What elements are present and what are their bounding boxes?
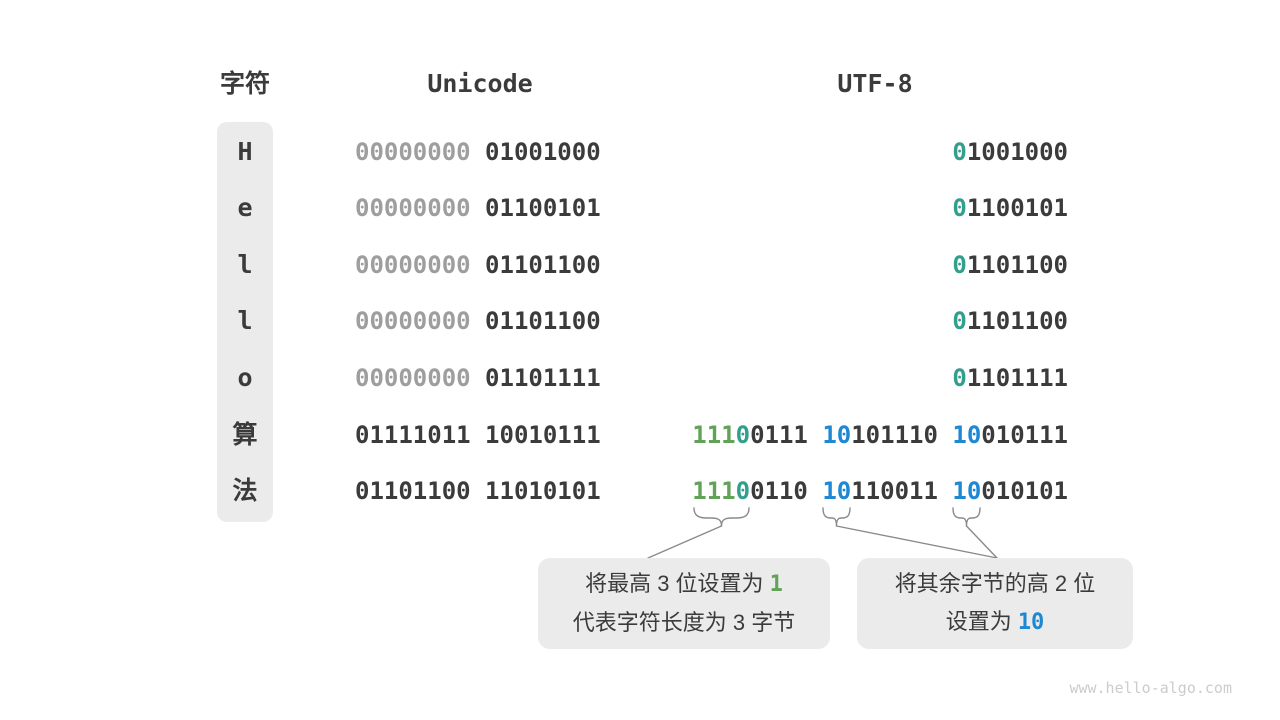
bit-segment: 01001000 (470, 137, 601, 166)
utf8-bits: 01100101 (952, 192, 1068, 224)
bit-segment: 1100101 (966, 194, 1068, 223)
bit-segment: 110011 (851, 477, 953, 506)
unicode-bits: 00000000 01101111 (355, 362, 601, 394)
underbrace-leading-bits-icon (693, 507, 750, 527)
unicode-bits: 00000000 01100101 (355, 192, 601, 224)
character-cell: e (237, 193, 253, 223)
bit-segment: 111 (692, 477, 736, 506)
callout-left-line1: 将最高 3 位设置为 1 (538, 565, 830, 604)
bit-segment: 0 (735, 477, 751, 506)
bit-segment: 10 (822, 420, 852, 449)
bit-segment: 0 (952, 307, 967, 336)
utf8-bits: 01101111 (952, 362, 1068, 394)
bit-segment: 10 (952, 477, 982, 506)
bit-segment: 01101111 (470, 364, 601, 393)
callout-right-highlight-10: 10 (1017, 610, 1045, 635)
utf8-bits: 01101100 (952, 249, 1068, 281)
character-cell: 法 (232, 476, 258, 506)
character-cell: o (237, 363, 253, 393)
callout-left-line1-text: 将最高 3 位设置为 (585, 571, 770, 596)
callout-left-line2: 代表字符长度为 3 字节 (572, 610, 796, 635)
character-cell: l (237, 249, 253, 279)
callout-leading-byte: 将最高 3 位设置为 1 代表字符长度为 3 字节 (538, 558, 830, 649)
bit-segment: 0 (952, 364, 967, 393)
bit-segment: 01101100 (470, 307, 601, 336)
bit-segment: 1101100 (966, 307, 1068, 336)
bit-segment: 1101111 (966, 364, 1068, 393)
character-cell: l (237, 306, 253, 336)
column-header-unicode: Unicode (427, 69, 533, 98)
bit-segment: 0 (952, 250, 967, 279)
unicode-bits: 01111011 10010111 (355, 419, 601, 451)
character-column-background (217, 122, 273, 522)
bit-segment: 010101 (981, 477, 1068, 506)
bit-segment: 0110 (750, 477, 823, 506)
bit-segment: 0 (952, 137, 967, 166)
bit-segment: 00000000 (355, 364, 471, 393)
bit-segment: 10 (822, 477, 852, 506)
underbrace-continuation-byte3-icon (952, 507, 981, 527)
bit-segment: 111 (692, 420, 736, 449)
utf8-bits: 11100111 10101110 10010111 (692, 419, 1068, 451)
column-header-character: 字符 (219, 70, 271, 98)
bit-segment: 00000000 (355, 194, 471, 223)
unicode-bits: 00000000 01101100 (355, 249, 601, 281)
utf8-bits: 01101100 (952, 305, 1068, 337)
callout-left-highlight-1: 1 (769, 572, 783, 597)
bit-segment: 0111 (750, 420, 823, 449)
bit-segment: 1101100 (966, 250, 1068, 279)
unicode-bits: 00000000 01001000 (355, 136, 601, 168)
utf8-bits: 11100110 10110011 10010101 (692, 475, 1068, 507)
bit-segment: 0 (735, 420, 751, 449)
site-watermark: www.hello-algo.com (1069, 679, 1232, 697)
utf8-bits: 01001000 (952, 136, 1068, 168)
underbrace-continuation-byte2-icon (822, 507, 851, 527)
unicode-bits: 00000000 01101100 (355, 305, 601, 337)
callout-continuation-bytes: 将其余字节的高 2 位 设置为 10 (857, 558, 1133, 649)
bit-segment: 00000000 (355, 250, 471, 279)
connector-line-left (647, 525, 723, 559)
bit-segment: 101110 (851, 420, 953, 449)
bit-segment: 01100101 (470, 194, 601, 223)
callout-right-line1: 将其余字节的高 2 位 (894, 571, 1096, 596)
bit-segment: 01111011 10010111 (355, 420, 601, 449)
character-cell: 算 (232, 419, 258, 449)
character-cell: H (237, 136, 253, 166)
bit-segment: 0 (952, 194, 967, 223)
bit-segment: 01101100 (470, 250, 601, 279)
bit-segment: 01101100 11010101 (355, 477, 601, 506)
callout-right-line2: 设置为 10 (857, 603, 1133, 642)
column-header-utf8: UTF-8 (837, 69, 913, 98)
connector-line-right (965, 525, 998, 559)
bit-segment: 1001000 (966, 137, 1068, 166)
bit-segment: 00000000 (355, 307, 471, 336)
bit-segment: 010111 (981, 420, 1068, 449)
callout-right-line2-text: 设置为 (945, 609, 1018, 634)
bit-segment: 00000000 (355, 137, 471, 166)
bit-segment: 10 (952, 420, 982, 449)
unicode-bits: 01101100 11010101 (355, 475, 601, 507)
connector-line-middle (835, 525, 998, 559)
